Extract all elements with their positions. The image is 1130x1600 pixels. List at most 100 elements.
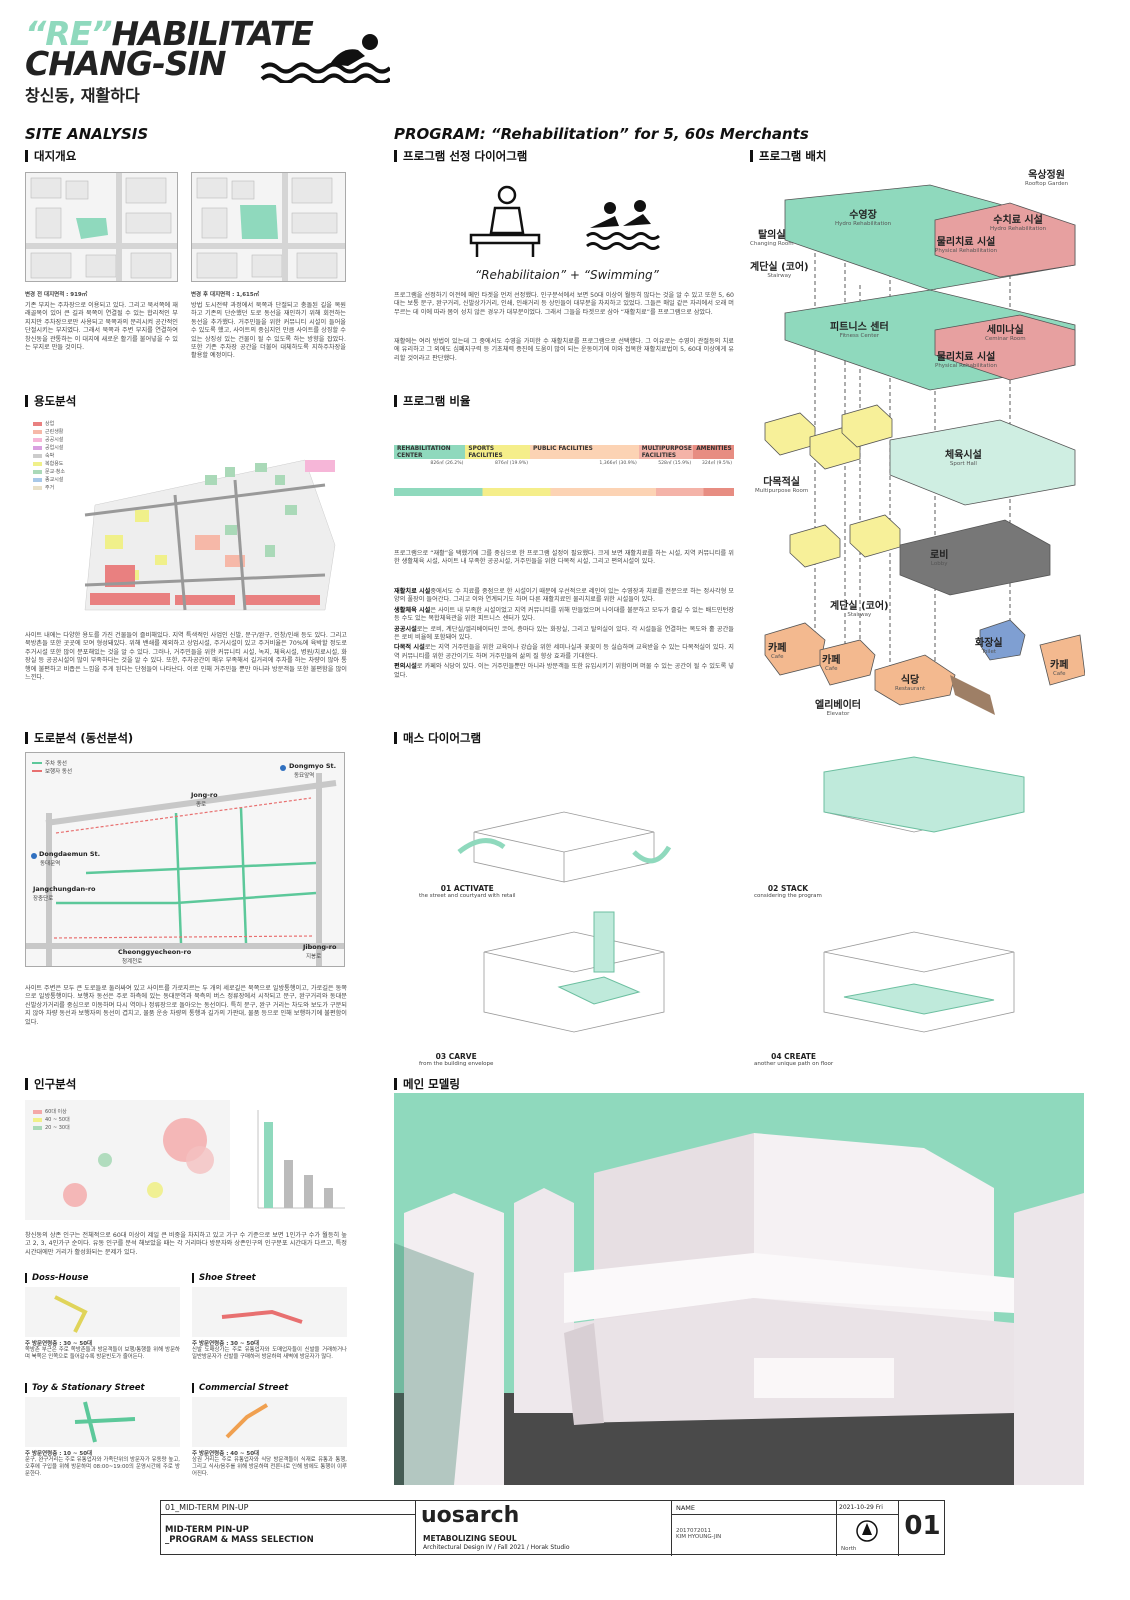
legend-item: 문교·청소 <box>33 468 65 476</box>
placement-label-kr: 체육시설 <box>945 450 982 461</box>
legend-label: 공공시설 <box>45 437 64 443</box>
legend-swatch <box>33 1110 42 1114</box>
legend-label: 60대 이상 <box>45 1109 67 1115</box>
placement-label-en: Physical Rehabilitation <box>935 248 998 254</box>
legend-item: 종교시설 <box>33 476 65 484</box>
poster-header: “RE”HABILITATE CHANG-SIN 창신동, 재활하다 <box>25 17 390 105</box>
placement-label-en: Sport Hall <box>949 461 977 467</box>
placement-label-kr: 피트니스 센터 <box>830 322 889 333</box>
step-title: 03 CARVE <box>435 1052 477 1061</box>
placement-label-en: Stairway <box>767 273 792 279</box>
ratio-item-label: 생활체육 시설 <box>394 606 431 614</box>
placement-label-en: Stairway <box>847 612 872 618</box>
placement-label-kr: 옥상정원 <box>1028 170 1065 181</box>
legend-item: 근린생활 <box>33 428 65 436</box>
ratio-item-label: 다목적 시설 <box>394 644 425 652</box>
placement-label-kr: 식당 <box>900 675 920 686</box>
subtitle-line1: MID-TERM PIN-UP <box>165 1525 249 1535</box>
placement-label-en: Toilet <box>981 649 996 655</box>
street-map <box>25 1397 180 1447</box>
segment-value: 324㎡ (9.5%) <box>701 461 732 466</box>
north-arrow: North <box>836 1515 898 1556</box>
ratio-item: 생활체육 시설은 사이트 내 부족한 시설이었고 지역 커뮤니티를 위해 만들었… <box>394 607 734 624</box>
road-legend: 주차 동선 보행자 동선 <box>32 759 72 775</box>
legend-label: 주거 <box>45 485 55 491</box>
formula-text: “Rehabilitaion” + “Swimming” <box>475 268 659 282</box>
legend-swatch <box>33 462 42 466</box>
placement-heading: 프로그램 배치 <box>750 150 826 162</box>
mass-step-4: 04 CREATE another unique path on floor <box>754 1052 833 1067</box>
street-text: 문구, 완구거리는 주로 유통업자와 가족단위의 방문자가 유동량 높고, 오후… <box>25 1457 180 1477</box>
title-line2: CHANG-SIN <box>25 44 226 83</box>
step-title: 02 STACK <box>767 884 809 893</box>
ratio-item-label: 재활치료 시설 <box>394 588 431 595</box>
step-title: 01 ACTIVATE <box>440 884 494 893</box>
placement-label-kr: 세미나실 <box>986 325 1024 336</box>
segment-value: 876㎡ (19.9%) <box>494 461 528 466</box>
placement-label-en: Restaurant <box>895 686 926 692</box>
street-name: Commercial Street <box>192 1383 347 1393</box>
placement-label-en: Fitness Center <box>839 333 879 339</box>
after-area-label: 변경 후 대지면적 : 1,615㎡ <box>191 292 260 298</box>
legend-pedestrian: 보행자 동선 <box>45 769 73 775</box>
placement-label-en: Lobby <box>930 561 948 567</box>
placement-label-en: Multipurpose Room <box>755 488 809 494</box>
legend-label: 복합용도 <box>45 461 64 467</box>
placement-label-en: Changing Room <box>750 241 794 247</box>
ratio-item-label: 편의시설 <box>394 663 417 671</box>
selection-text-1: 프로그램을 선정하기 이전에 메인 타겟을 먼저 선정했다. 인구분석에서 보면… <box>394 292 734 316</box>
massage-icon <box>469 185 541 257</box>
label-dongdaemun-kr: 동대문역 <box>40 861 61 867</box>
label-jibong: Jibong-ro <box>303 943 337 951</box>
main-rendering <box>394 1093 1084 1485</box>
legend-label: 상업 <box>45 421 55 427</box>
legend-item: 공업시설 <box>33 444 65 452</box>
mass-heading: 매스 다이어그램 <box>394 732 481 744</box>
landuse-text: 사이트 내에는 다양한 용도를 가진 건물들이 즐비해있다. 지역 특색적인 사… <box>25 632 347 682</box>
title-line1: “RE”HABILITATE <box>25 17 314 50</box>
street-grid: Doss-House 주 방문연령층 : 30 ~ 50대 쪽방촌 부근은 주로… <box>25 1273 355 1488</box>
legend-swatch <box>33 454 42 458</box>
legend-item: 주거 <box>33 484 65 492</box>
street-name: Toy & Stationary Street <box>25 1383 180 1393</box>
placement-label-kr: 로비 <box>930 550 949 561</box>
street-text: 상권 거리는 주로 유통업자와 식당 방문객들이 식재료 유통과 통행, 그리고… <box>192 1457 347 1477</box>
legend-label: 40 ~ 50대 <box>45 1117 70 1123</box>
ratio-item-label: 공공시설 <box>394 625 417 633</box>
overview-heading: 대지개요 <box>25 150 76 162</box>
legend-item: 20 ~ 30대 <box>33 1124 70 1132</box>
placement-label-en: Elevator <box>826 711 850 717</box>
legend-swatch <box>33 478 42 482</box>
before-area-label: 변경 전 대지면적 : 919㎡ <box>25 292 88 298</box>
legend-item: 상업 <box>33 420 65 428</box>
label-jongro: Jong-ro <box>191 791 218 799</box>
ratio-item: 공공시설로는 로비, 계단실/엘리베이터인 코어, 층마다 있는 화장실, 그리… <box>394 626 734 643</box>
ratio-item-text: 로는 지역 거주민들을 위한 교육이나 강습을 위한 세미나실과 꽃꽂이 등 실… <box>394 644 734 660</box>
korean-subtitle: 창신동, 재활하다 <box>25 86 140 105</box>
ratio-item-text: 로 카페와 식당이 있다. 이는 거주민들뿐만 아니라 방문객들 또한 유입시키… <box>394 663 734 679</box>
label-jangchungdan: Jangchungdan-ro <box>33 885 96 893</box>
ratio-items: 재활치료 시설중에서도 수 치료를 중점으로 한 시설이기 때문에 우선적으로 … <box>394 588 734 682</box>
segment-value: 1,366㎡ (30.9%) <box>599 461 637 466</box>
legend-label: 종교시설 <box>45 477 64 483</box>
population-text: 창신동의 상존 인구는 전체적으로 60대 이상이 제일 큰 비중을 차지하고 … <box>25 1232 347 1256</box>
swimming-icon <box>586 200 660 250</box>
legend-item: 공공시설 <box>33 436 65 444</box>
street-age: 주 방문연령층 : 30 ~ 50대 <box>25 1341 93 1347</box>
placement-label-kr: 카페 <box>768 643 787 654</box>
north-label: North <box>841 1546 857 1552</box>
step-desc: considering the program <box>754 893 822 899</box>
before-text: 기존 부지는 주차장으로 이용되고 있다. 그리고 북서쪽에 재래골목이 있어 … <box>25 302 178 352</box>
